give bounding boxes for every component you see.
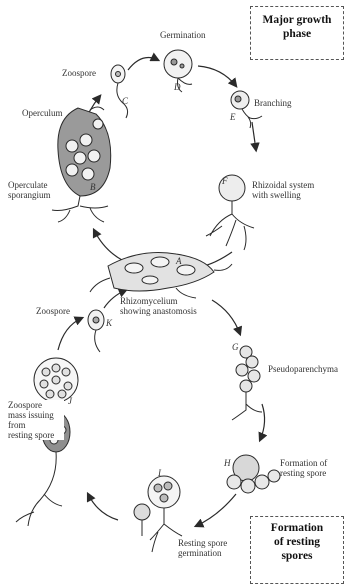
label-rhizoidal-line2: with swelling [252, 190, 301, 200]
stage-letter-a: A [176, 256, 182, 266]
label-zoospore-mid: Zoospore [36, 306, 70, 316]
label-branching: Branching [254, 98, 292, 108]
label-zoospore-mass: Zoospore mass issuing from resting spore [8, 400, 64, 440]
label-pseudoparenchyma: Pseudoparenchyma [268, 364, 338, 374]
phase-box-resting: Formation of resting spores [250, 516, 344, 584]
phase-growth-line2: phase [251, 27, 343, 41]
label-formation-resting: Formation of resting spore [280, 458, 350, 478]
stage-letter-k: K [106, 318, 112, 328]
arrow-i-to-j [88, 494, 118, 520]
stage-letter-d: D [174, 82, 181, 92]
stage-letter-e: E [230, 112, 236, 122]
phase-resting-line3: spores [251, 549, 343, 563]
stage-letter-g: G [232, 342, 239, 352]
arrow-a-to-b [94, 230, 122, 260]
arrow-e-to-f [252, 122, 256, 150]
label-zoospore-mass-line4: resting spore [8, 430, 54, 440]
label-operculate-line2: sporangium [8, 190, 51, 200]
stage-j-zoospore-mass [16, 358, 78, 526]
phase-resting-line1: Formation [251, 521, 343, 535]
stage-letter-j: J [68, 396, 72, 406]
stage-f-rhizoidal [206, 175, 254, 250]
arrow-d-to-e [198, 66, 236, 86]
label-resting-germ-line2: germination [178, 548, 222, 558]
stage-letter-b: B [90, 182, 96, 192]
stage-k-zoospore [88, 310, 104, 352]
label-operculate-line1: Operculate [8, 180, 47, 190]
stage-h-resting-spore [227, 455, 280, 493]
label-rhizoidal: Rhizoidal system with swelling [252, 180, 342, 200]
stage-letter-f: F [222, 176, 228, 186]
phase-box-growth: Major growth phase [250, 6, 344, 60]
label-formation-resting-line1: Formation of [280, 458, 327, 468]
arrow-j-to-k [58, 318, 82, 350]
label-rhizomycelium-line1: Rhizomycelium [120, 296, 178, 306]
label-operculum: Operculum [22, 108, 63, 118]
arrow-g-to-h [260, 404, 265, 440]
arrow-h-to-i [196, 494, 236, 526]
phase-resting-line2: of resting [251, 535, 343, 549]
stage-g-pseudoparenchyma [232, 346, 262, 420]
stage-b-sporangium [52, 107, 111, 222]
label-zoospore-mass-line3: from [8, 420, 26, 430]
stage-a-rhizomycelium [90, 253, 232, 299]
stage-letter-c: C [122, 96, 128, 106]
label-rhizomycelium-line2: showing anastomosis [120, 306, 197, 316]
label-zoospore-mass-line1: Zoospore [8, 400, 42, 410]
label-formation-resting-line2: resting spore [280, 468, 326, 478]
phase-growth-line1: Major growth [251, 13, 343, 27]
label-zoospore-mass-line2: mass issuing [8, 410, 54, 420]
label-operculate-sporangium: Operculate sporangium [8, 180, 68, 200]
label-rhizomycelium: Rhizomycelium showing anastomosis [120, 296, 230, 316]
label-germination: Germination [160, 30, 206, 40]
label-zoospore-top: Zoospore [62, 68, 96, 78]
stage-e-branching [231, 91, 262, 128]
stage-letter-i: I [158, 468, 161, 478]
stage-letter-h: H [224, 458, 231, 468]
label-resting-germination: Resting spore germination [178, 538, 250, 558]
arrow-c-to-d [128, 58, 158, 70]
label-resting-germ-line1: Resting spore [178, 538, 227, 548]
stage-i-germination [134, 476, 182, 552]
stage-c-zoospore [111, 65, 128, 118]
label-rhizoidal-line1: Rhizoidal system [252, 180, 314, 190]
